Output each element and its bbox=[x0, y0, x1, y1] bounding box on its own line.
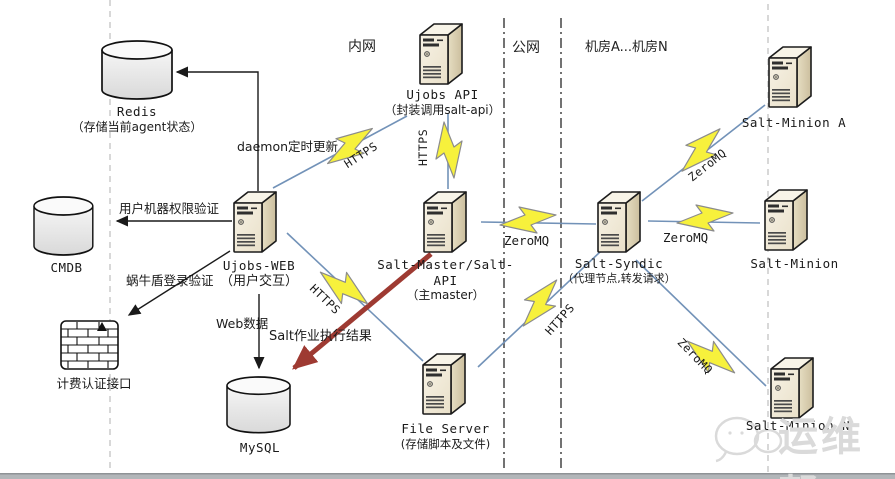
cmdb-db-icon bbox=[33, 196, 94, 256]
ujobs-web-desc: （用户交互） bbox=[219, 273, 298, 289]
cmdb-name: CMDB bbox=[50, 260, 83, 275]
edge-web-to-billing bbox=[127, 250, 231, 316]
watermark-logo-icon bbox=[714, 416, 783, 463]
file-server-name: File Server bbox=[401, 421, 490, 436]
redis-label: Redis （存储当前agent状态） bbox=[57, 104, 217, 135]
mysql-db-icon bbox=[226, 376, 291, 434]
billing-name: 计费认证接口 bbox=[56, 376, 132, 391]
cmdb-label: CMDB bbox=[24, 260, 109, 276]
edge-master-to-mysql-result bbox=[292, 252, 433, 370]
salt-minion-a-label: Salt-Minion A bbox=[738, 115, 850, 131]
mysql-name: MySQL bbox=[239, 440, 281, 455]
server-icon-ujobs-web bbox=[233, 191, 277, 253]
redis-name: Redis bbox=[116, 104, 158, 119]
edge-label-daemon-update: daemon定时更新 bbox=[237, 139, 339, 154]
ujobs-api-desc: （封装调用salt-api） bbox=[384, 102, 501, 117]
server-icon-file-server bbox=[422, 353, 466, 415]
ujobs-web-name: Ujobs-WEB bbox=[222, 258, 296, 273]
redis-db-icon bbox=[101, 40, 173, 100]
lightning-bolt-icon bbox=[676, 204, 734, 232]
salt-master-label: Salt-Master/Salt-API （主master） bbox=[368, 257, 523, 303]
ujobs-api-label: Ujobs API （封装调用salt-api） bbox=[375, 87, 510, 118]
salt-syndic-name: Salt-Syndic bbox=[574, 256, 664, 271]
firewall-icon bbox=[60, 320, 119, 370]
edge-label-snail-login: 蜗牛盾登录验证 bbox=[126, 273, 214, 288]
edge-label-perm-check: 用户机器权限验证 bbox=[119, 201, 220, 216]
edge-label-zeromq-minion: ZeroMQ bbox=[663, 230, 709, 245]
zone-label-public: 公网 bbox=[512, 40, 540, 56]
server-icon-salt-syndic bbox=[597, 191, 641, 253]
lightning-bolt-icon bbox=[499, 206, 557, 234]
ujobs-api-name: Ujobs API bbox=[406, 87, 479, 102]
billing-label: 计费认证接口 bbox=[44, 376, 144, 392]
mysql-label: MySQL bbox=[220, 440, 300, 456]
server-icon-salt-minion bbox=[764, 189, 808, 251]
ujobs-web-label: Ujobs-WEB （用户交互） bbox=[205, 258, 313, 290]
server-icon-salt-minion-a bbox=[768, 46, 812, 108]
lightning-bolt-icon bbox=[435, 121, 463, 179]
salt-syndic-desc: （代理节点,转发请求） bbox=[562, 271, 676, 285]
salt-syndic-label: Salt-Syndic （代理节点,转发请求） bbox=[553, 256, 685, 285]
edge-label-zeromq-master-syndic: ZeroMQ bbox=[504, 233, 550, 248]
server-icon-ujobs-api bbox=[419, 23, 463, 85]
redis-desc: （存储当前agent状态） bbox=[71, 119, 203, 134]
salt-minion-label: Salt-Minion bbox=[742, 256, 847, 272]
salt-master-name: Salt-Master/Salt-API bbox=[377, 257, 514, 288]
salt-master-desc: （主master） bbox=[406, 288, 485, 303]
salt-minion-name: Salt-Minion bbox=[750, 256, 839, 271]
zone-label-intranet: 内网 bbox=[348, 39, 376, 55]
edge-label-web-data: Web数据 bbox=[216, 316, 269, 331]
file-server-desc: (存储脚本及文件) bbox=[400, 436, 491, 451]
zone-label-datacenters: 机房A...机房N bbox=[585, 40, 668, 55]
server-icon-salt-master bbox=[423, 191, 467, 253]
salt-minion-a-name: Salt-Minion A bbox=[741, 115, 847, 130]
edge-web-to-redis bbox=[175, 66, 259, 191]
salt-minion-n-name: Salt-Minion N bbox=[745, 418, 851, 433]
edge-label-https-api-master: HTTPS bbox=[416, 128, 430, 166]
file-server-label: File Server (存储脚本及文件) bbox=[383, 421, 508, 451]
watermark-text: 运维帮 bbox=[778, 414, 864, 479]
edge-label-salt-result: Salt作业执行结果 bbox=[269, 329, 372, 344]
salt-minion-n-label: Salt-Minion N bbox=[742, 418, 854, 434]
bottom-border-bar bbox=[0, 474, 895, 479]
bottom-border bbox=[0, 473, 895, 475]
